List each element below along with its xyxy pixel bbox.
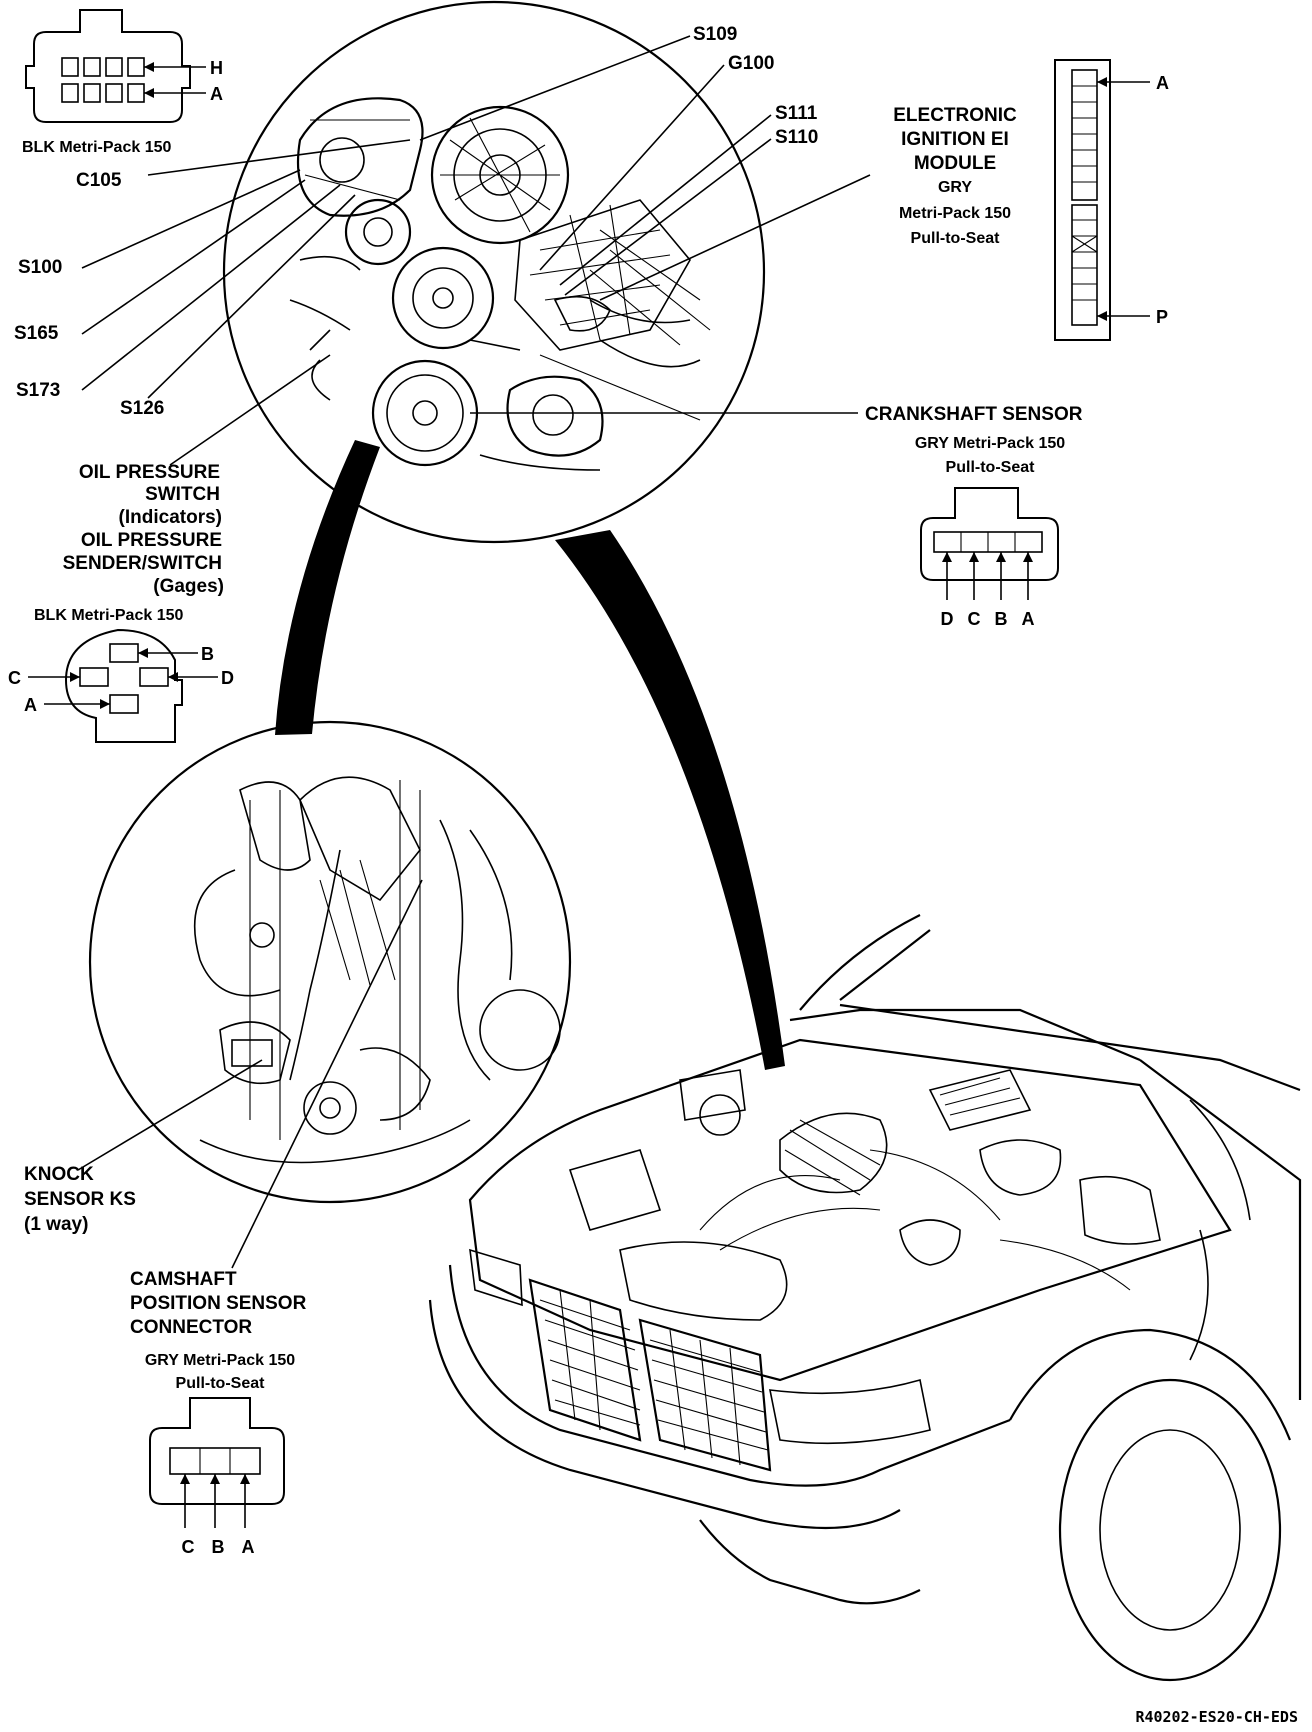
c105-pin-h-label: H [210, 58, 223, 78]
camshaft-pin-a: A [242, 1537, 255, 1557]
camshaft-pin-arrows [180, 1474, 250, 1528]
oil-pressure-line1: OIL PRESSURE [79, 462, 220, 483]
crankshaft-pin-a: A [1022, 609, 1035, 629]
c105-name-label: C105 [76, 170, 122, 191]
ei-module-label: ELECTRONIC IGNITION EI MODULE GRY Metri-… [893, 105, 1017, 247]
c105-connector: H A BLK Metri-Pack 150 C105 [22, 9, 223, 191]
oil-pressure-color: BLK Metri-Pack 150 [34, 607, 183, 624]
ei-module-line2: IGNITION EI [901, 129, 1009, 150]
ei-module-pack: Metri-Pack 150 [899, 205, 1011, 222]
ei-module-connector: A P [1054, 59, 1169, 341]
oil-pressure-line6: (Gages) [153, 576, 224, 597]
g100-label: G100 [728, 53, 774, 74]
crankshaft-title: CRANKSHAFT SENSOR [865, 404, 1083, 425]
c105-pin-a-label: A [210, 84, 223, 104]
oil-pressure-line3: (Indicators) [119, 507, 222, 528]
ei-module-line3: MODULE [914, 153, 996, 174]
knock-sensor: KNOCK SENSOR KS (1 way) [24, 1059, 263, 1235]
oil-pressure-switch: OIL PRESSURE SWITCH (Indicators) OIL PRE… [8, 354, 331, 743]
upper-engine-detail [222, 0, 766, 544]
s126-label: S126 [120, 398, 164, 419]
oil-pressure-leader-line [169, 354, 331, 466]
crankshaft-color: GRY Metri-Pack 150 [915, 435, 1065, 452]
ei-module-line1: ELECTRONIC [893, 105, 1017, 126]
splice-labels: S109 G100 S111 S110 S100 S165 S173 S126 [14, 24, 818, 419]
oil-pressure-line4: OIL PRESSURE [81, 530, 222, 551]
s111-label: S111 [775, 103, 818, 124]
oil-pressure-pin-b: B [201, 644, 214, 664]
camshaft-line1: CAMSHAFT [130, 1269, 237, 1290]
oil-pressure-line2: SWITCH [145, 484, 220, 505]
callout-swooshes [275, 440, 785, 1070]
s100-label: S100 [18, 257, 62, 278]
splice-leader-lines [81, 35, 871, 399]
s173-label: S173 [16, 380, 60, 401]
crankshaft-pin-d: D [941, 609, 954, 629]
s110-label: S110 [775, 127, 818, 148]
crankshaft-seat: Pull-to-Seat [946, 459, 1036, 476]
knock-sensor-line2: SENSOR KS [24, 1189, 136, 1210]
oil-pressure-pin-a: A [24, 695, 37, 715]
ei-module-seat: Pull-to-Seat [911, 230, 1001, 247]
crankshaft-pin-arrows [942, 552, 1033, 600]
knock-sensor-line3: (1 way) [24, 1214, 88, 1235]
oil-pressure-pin-c: C [8, 668, 21, 688]
lower-engine-detail [88, 720, 572, 1204]
oil-pressure-line5: SENDER/SWITCH [63, 553, 222, 574]
camshaft-seat: Pull-to-Seat [176, 1375, 266, 1392]
s165-label: S165 [14, 323, 59, 344]
alternator-drawing [430, 105, 570, 245]
crankshaft-pin-c: C [968, 609, 981, 629]
camshaft-line2: POSITION SENSOR [130, 1293, 307, 1314]
crankshaft-sensor: CRANKSHAFT SENSOR GRY Metri-Pack 150 Pul… [470, 404, 1083, 629]
ei-module-pin-cavities [1071, 85, 1098, 301]
c105-color-label: BLK Metri-Pack 150 [22, 139, 171, 156]
figure-code: R40202-ES20-CH-EDS [1135, 1708, 1298, 1726]
ei-pin-a-label: A [1156, 73, 1169, 93]
camshaft-line3: CONNECTOR [130, 1317, 252, 1338]
camshaft-pin-c: C [182, 1537, 195, 1557]
camshaft-position-sensor: CAMSHAFT POSITION SENSOR CONNECTOR GRY M… [130, 879, 423, 1557]
s109-label: S109 [693, 24, 737, 45]
camshaft-pin-b: B [212, 1537, 225, 1557]
camshaft-color: GRY Metri-Pack 150 [145, 1352, 295, 1369]
ei-module-color: GRY [938, 179, 972, 196]
oil-pressure-pin-d: D [221, 668, 234, 688]
knock-sensor-leader-line [77, 1059, 263, 1171]
vehicle-front-illustration [428, 914, 1302, 1682]
camshaft-leader-line [231, 879, 423, 1269]
knock-sensor-line1: KNOCK [24, 1164, 94, 1185]
ei-pin-p-label: P [1156, 307, 1168, 327]
crankshaft-pin-b: B [995, 609, 1008, 629]
